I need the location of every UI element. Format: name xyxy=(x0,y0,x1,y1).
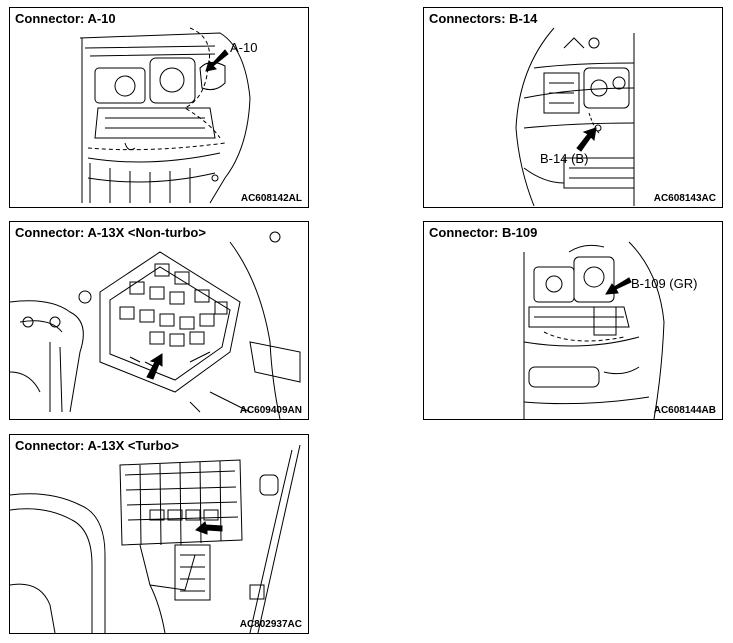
diagram-panel-b109: Connector: B-109 B-109 (GR) AC608144AB xyxy=(423,221,723,420)
arrow-icon xyxy=(577,128,596,151)
connector-callout: B-14 (B) xyxy=(540,151,589,166)
panel-title: Connector: A-13X <Non-turbo> xyxy=(15,225,206,240)
panel-title: Connector: A-10 xyxy=(15,11,116,26)
engine-bay-illustration xyxy=(10,8,308,207)
fuse-box-illustration xyxy=(10,435,308,633)
panel-title: Connectors: B-14 xyxy=(429,11,538,26)
figure-code: AC608143AC xyxy=(653,193,716,204)
arrow-icon xyxy=(147,354,162,379)
figure-code: AC608144AB xyxy=(653,405,716,416)
diagram-panel-a13x-non-turbo: Connector: A-13X <Non-turbo> xyxy=(9,221,309,420)
panel-title: Connector: A-13X <Turbo> xyxy=(15,438,179,453)
panel-title: Connector: B-109 xyxy=(429,225,538,240)
diagram-panel-b14: Connectors: B-14 B-14 (B) AC608143AC xyxy=(423,7,723,208)
diagram-panel-a13x-turbo: Connector: A-13X <Turbo> xyxy=(9,434,309,634)
connector-callout: A-10 xyxy=(230,40,258,55)
figure-code: AC608142AL xyxy=(240,193,302,204)
arrow-icon xyxy=(196,522,222,534)
diagram-panel-a10: Connector: A-10 A-10 AC608142A xyxy=(9,7,309,208)
fuse-box-illustration xyxy=(10,222,308,419)
arrow-icon xyxy=(206,50,228,71)
figure-code: AC609409AN xyxy=(239,405,302,416)
figure-code: AC802937AC xyxy=(239,619,302,630)
engine-bay-illustration xyxy=(424,8,722,207)
connector-callout: B-109 (GR) xyxy=(631,276,698,291)
engine-bay-illustration xyxy=(424,222,722,419)
arrow-icon xyxy=(606,278,631,294)
